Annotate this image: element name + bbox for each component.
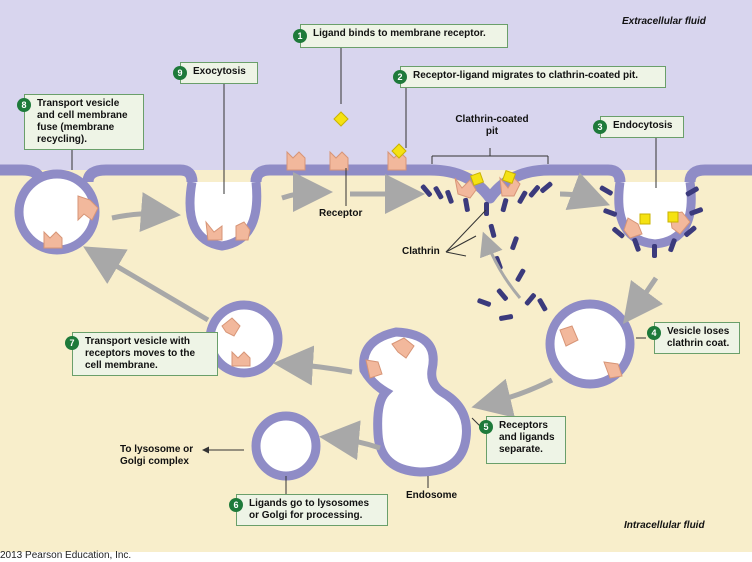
step-5-text: Receptors and ligands separate. xyxy=(499,420,555,455)
step-number-badge: 4 xyxy=(647,326,661,340)
step-number-badge: 6 xyxy=(229,498,243,512)
endosome xyxy=(359,327,471,477)
step-1-text: Ligand binds to membrane receptor. xyxy=(313,28,486,39)
lysosome-label: To lysosome or Golgi complex xyxy=(120,444,194,467)
step-3-text: Endocytosis xyxy=(613,120,673,131)
step-2-text: Receptor-ligand migrates to clathrin-coa… xyxy=(413,70,639,81)
clathrin-label: Clathrin xyxy=(402,246,440,257)
step-7-callout: 7 Transport vesicle with receptors moves… xyxy=(65,332,218,376)
clathrin-coat xyxy=(420,181,704,321)
step-4-text: Vesicle loses clathrin coat. xyxy=(667,326,730,349)
extracellular-label: Extracellular fluid xyxy=(622,16,706,27)
step-8-text: Transport vesicle and cell membrane fuse… xyxy=(37,98,128,145)
step-number-badge: 1 xyxy=(293,29,307,43)
step-number-badge: 2 xyxy=(393,70,407,84)
step-number-badge: 7 xyxy=(65,336,79,350)
endosome-label: Endosome xyxy=(406,490,458,501)
step-4-callout: 4 Vesicle loses clathrin coat. xyxy=(647,322,740,354)
clathrin-pit-label: Clathrin-coated pit xyxy=(455,114,529,137)
step-7-text: Transport vesicle with receptors moves t… xyxy=(85,336,196,371)
ligand-vesicle xyxy=(251,411,321,481)
copyright-text: 2013 Pearson Education, Inc. xyxy=(0,550,132,561)
step-number-badge: 8 xyxy=(17,98,31,112)
step-number-badge: 9 xyxy=(173,66,187,80)
step-6-text: Ligands go to lysosomes or Golgi for pro… xyxy=(249,498,370,521)
step-9-callout: 9 Exocytosis xyxy=(173,62,258,84)
plasma-membrane xyxy=(0,164,752,204)
intracellular-label: Intracellular fluid xyxy=(624,520,705,531)
step-1-callout: 1 Ligand binds to membrane receptor. xyxy=(293,24,508,48)
step-8-callout: 8 Transport vesicle and cell membrane fu… xyxy=(17,94,144,150)
step-3-callout: 3 Endocytosis xyxy=(593,116,684,138)
step-2-callout: 2 Receptor-ligand migrates to clathrin-c… xyxy=(393,66,666,88)
receptor-label: Receptor xyxy=(319,208,363,219)
flow-arrows xyxy=(83,172,663,461)
step-5-callout: 5 Receptors and ligands separate. xyxy=(479,416,566,464)
step-6-callout: 6 Ligands go to lysosomes or Golgi for p… xyxy=(229,494,388,526)
step-9-text: Exocytosis xyxy=(193,66,246,77)
step-number-badge: 5 xyxy=(479,420,493,434)
step-number-badge: 3 xyxy=(593,120,607,134)
leader-lines xyxy=(71,46,657,500)
membrane-receptors xyxy=(43,150,691,249)
